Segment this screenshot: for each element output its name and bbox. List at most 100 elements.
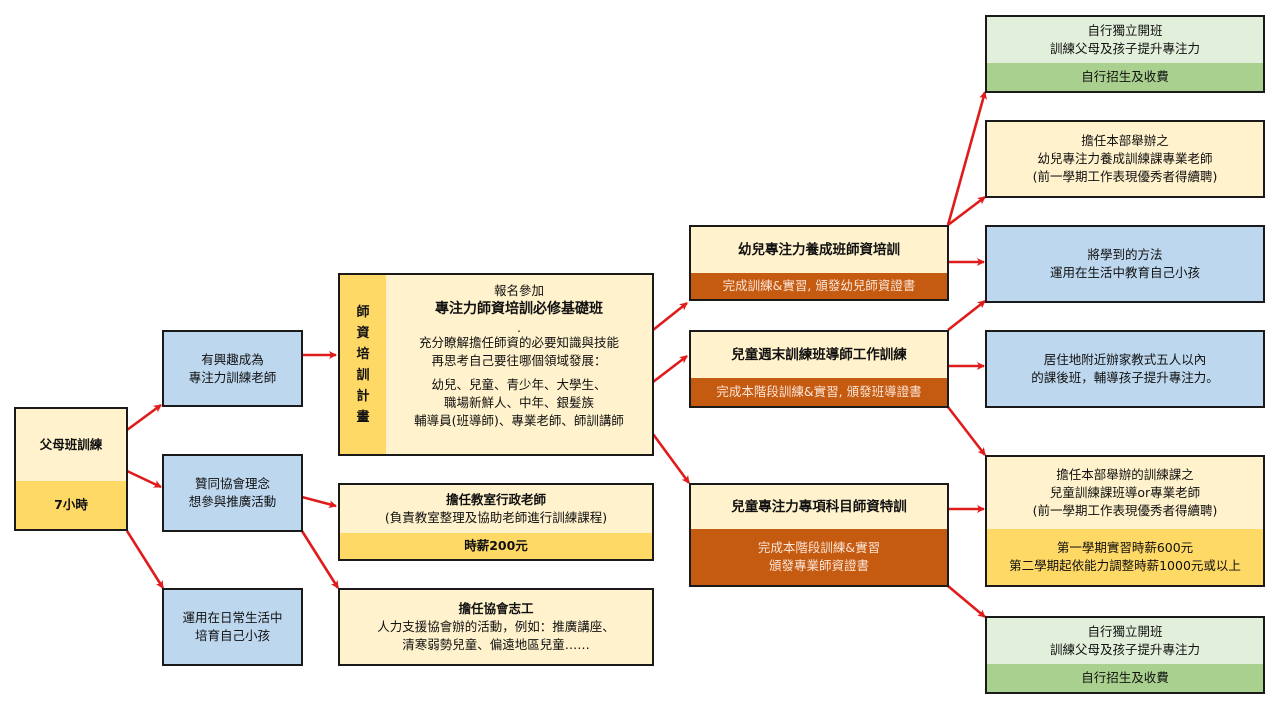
teacher-plan-field: 職場新鮮人、中年、銀髮族: [443, 395, 594, 410]
outcome-note: (前一學期工作表現優秀者得續聘): [1032, 503, 1218, 518]
teacher-plan-stripe: 師 資 培 訓 計 畫: [340, 275, 386, 454]
outcome-line: 訓練父母及孩子提升專注力: [1049, 41, 1200, 56]
training-title-section: 兒童週末訓練班導師工作訓練: [691, 332, 947, 378]
root-hours: 7小時: [54, 497, 88, 512]
stripe-char: 培: [356, 346, 370, 362]
outcome-note: (前一學期工作表現優秀者得續聘): [1032, 169, 1218, 184]
level1-box-interest: 有興趣成為 專注力訓練老師: [162, 330, 303, 407]
outcome-independent-bottom: 自行獨立開班 訓練父母及孩子提升專注力 自行招生及收費: [985, 616, 1265, 694]
arrow-support-to-volunteer: [300, 530, 340, 589]
arrow-toddler-to-toddler-teacher: [947, 195, 986, 227]
volunteer-line: 人力支援協會辦的活動，例如：推廣講座、: [377, 619, 615, 634]
teacher-plan-intro: 報名參加: [493, 283, 544, 298]
teacher-plan-desc: 再思考自己要往哪個領域發展：: [431, 353, 607, 368]
training-box-specialist: 兒童專注力專項科目師資特訓 完成本階段訓練&實習 頒發專業師資證書: [689, 483, 949, 587]
admin-teacher-section: 擔任教室行政老師 (負責教室整理及協助老師進行訓練課程): [340, 485, 652, 533]
teacher-plan-field: 幼兒、兒童、青少年、大學生、: [431, 377, 607, 392]
outcome-line: 擔任本部舉辦之: [1081, 133, 1169, 148]
arrow-plan-to-toddler-training: [652, 301, 688, 332]
arrow-root-to-daily: [125, 530, 165, 589]
volunteer-box: 擔任協會志工 人力支援協會辦的活動，例如：推廣講座、 清寒弱勢兒童、偏遠地區兒童…: [338, 588, 654, 666]
root-title-section: 父母班訓練: [16, 409, 126, 481]
training-title: 幼兒專注力養成班師資培訓: [738, 242, 900, 258]
stripe-char: 計: [356, 388, 370, 404]
volunteer-line: 清寒弱勢兒童、偏遠地區兒童……: [402, 637, 590, 652]
training-cert-section: 完成本階段訓練&實習, 頒發班導證書: [691, 378, 947, 406]
admin-teacher-pay: 時薪200元: [464, 538, 528, 553]
level1-line: 運用在日常生活中: [182, 610, 283, 625]
outcome-footer-section: 自行招生及收費: [987, 63, 1263, 91]
level1-box-daily-life: 運用在日常生活中 培育自己小孩: [162, 588, 303, 666]
teacher-plan-title: 專注力師資培訓必修基礎班: [435, 301, 603, 317]
outcome-independent-top: 自行獨立開班 訓練父母及孩子提升專注力 自行招生及收費: [985, 15, 1265, 93]
outcome-section: 自行獨立開班 訓練父母及孩子提升專注力: [987, 618, 1263, 664]
arrow-plan-to-specialist-training: [651, 433, 691, 484]
arrow-root-to-support: [126, 469, 162, 489]
arrow-support-to-admin: [301, 495, 337, 509]
arrow-weekend-to-child-teacher: [946, 406, 987, 456]
outcome-tutoring: 居住地附近辦家教式五人以內 的課後班，輔導孩子提升專注力。: [985, 330, 1265, 408]
outcome-footer: 自行招生及收費: [1081, 670, 1169, 685]
outcome-line: 將學到的方法: [1087, 247, 1163, 262]
outcome-section: 擔任本部舉辦的訓練課之 兒童訓練課班導or專業老師 (前一學期工作表現優秀者得續…: [987, 457, 1263, 529]
outcome-footer-section: 自行招生及收費: [987, 664, 1263, 692]
root-box-parent-training: 父母班訓練 7小時: [14, 407, 128, 531]
outcome-toddler-teacher: 擔任本部舉辦之 幼兒專注力養成訓練課專業老師 (前一學期工作表現優秀者得續聘): [985, 120, 1265, 198]
level1-line: 想參與推廣活動: [188, 494, 277, 509]
level1-box-support: 贊同協會理念 想參與推廣活動: [162, 454, 303, 532]
training-cert-section: 完成訓練&實習, 頒發幼兒師資證書: [691, 273, 947, 299]
outcome-line: 運用在生活中教育自己小孩: [1049, 265, 1200, 280]
training-title: 兒童週末訓練班導師工作訓練: [731, 347, 907, 363]
teacher-plan-dot: .: [517, 320, 521, 335]
level1-line: 培育自己小孩: [194, 628, 270, 643]
volunteer-title: 擔任協會志工: [458, 601, 534, 616]
level1-line: 有興趣成為: [201, 351, 264, 367]
arrow-weekend-to-apply-home: [947, 299, 986, 332]
arrow-plan-to-weekend-training: [652, 354, 688, 384]
stripe-char: 師: [356, 304, 370, 320]
level1-line: 贊同協會理念: [194, 476, 270, 491]
admin-teacher-box: 擔任教室行政老師 (負責教室整理及協助老師進行訓練課程) 時薪200元: [338, 483, 654, 561]
outcome-line: 居住地附近辦家教式五人以內: [1043, 352, 1207, 367]
outcome-pay: 第一學期實習時薪600元: [1056, 540, 1194, 555]
outcome-footer: 自行招生及收費: [1081, 69, 1169, 84]
arrow-specialist-to-independent-bottom: [947, 585, 986, 618]
arrow-toddler-to-independent: [946, 91, 987, 226]
outcome-pay: 第二學期起依能力調整時薪1000元或以上: [1009, 558, 1241, 573]
training-cert: 頒發專業師資證書: [768, 558, 869, 573]
root-hours-section: 7小時: [16, 481, 126, 529]
outcome-child-teacher: 擔任本部舉辦的訓練課之 兒童訓練課班導or專業老師 (前一學期工作表現優秀者得續…: [985, 455, 1265, 587]
outcome-section: 自行獨立開班 訓練父母及孩子提升專注力: [987, 17, 1263, 63]
outcome-line: 的課後班，輔導孩子提升專注力。: [1031, 370, 1219, 385]
outcome-line: 擔任本部舉辦的訓練課之: [1056, 467, 1194, 482]
arrow-root-to-interest: [126, 403, 162, 432]
outcome-line: 兒童訓練課班導or專業老師: [1049, 485, 1201, 500]
teacher-plan-desc: 充分瞭解擔任師資的必要知識與技能: [418, 335, 619, 350]
level1-line: 專注力訓練老師: [188, 369, 277, 385]
teacher-plan-field: 輔導員(班導師)、專業老師、師訓講師: [414, 413, 624, 428]
stripe-char: 訓: [356, 367, 370, 383]
teacher-plan-content: 報名參加 專注力師資培訓必修基礎班 . 充分瞭解擔任師資的必要知識與技能 再思考…: [386, 275, 652, 454]
outcome-line: 自行獨立開班: [1087, 23, 1163, 38]
outcome-line: 幼兒專注力養成訓練課專業老師: [1037, 151, 1213, 166]
training-cert: 完成本階段訓練&實習: [757, 540, 881, 555]
training-title-section: 幼兒專注力養成班師資培訓: [691, 227, 947, 273]
admin-teacher-title: 擔任教室行政老師: [445, 492, 546, 507]
stripe-char: 畫: [356, 409, 370, 425]
training-cert: 完成本階段訓練&實習, 頒發班導證書: [716, 384, 922, 399]
outcome-line: 自行獨立開班: [1087, 624, 1163, 639]
outcome-pay-section: 第一學期實習時薪600元 第二學期起依能力調整時薪1000元或以上: [987, 529, 1263, 585]
training-title-section: 兒童專注力專項科目師資特訓: [691, 485, 947, 529]
stripe-char: 資: [356, 325, 370, 341]
training-box-weekend: 兒童週末訓練班導師工作訓練 完成本階段訓練&實習, 頒發班導證書: [689, 330, 949, 408]
teacher-plan-box: 師 資 培 訓 計 畫 報名參加 專注力師資培訓必修基礎班 . 充分瞭解擔任師資…: [338, 273, 654, 456]
admin-teacher-pay-section: 時薪200元: [340, 533, 652, 559]
training-box-toddler: 幼兒專注力養成班師資培訓 完成訓練&實習, 頒發幼兒師資證書: [689, 225, 949, 301]
outcome-apply-home: 將學到的方法 運用在生活中教育自己小孩: [985, 225, 1265, 303]
training-title: 兒童專注力專項科目師資特訓: [731, 499, 907, 515]
root-title: 父母班訓練: [39, 437, 103, 452]
outcome-line: 訓練父母及孩子提升專注力: [1049, 642, 1200, 657]
admin-teacher-desc: (負責教室整理及協助老師進行訓練課程): [384, 510, 608, 525]
training-cert-section: 完成本階段訓練&實習 頒發專業師資證書: [691, 529, 947, 585]
training-cert: 完成訓練&實習, 頒發幼兒師資證書: [722, 278, 916, 293]
